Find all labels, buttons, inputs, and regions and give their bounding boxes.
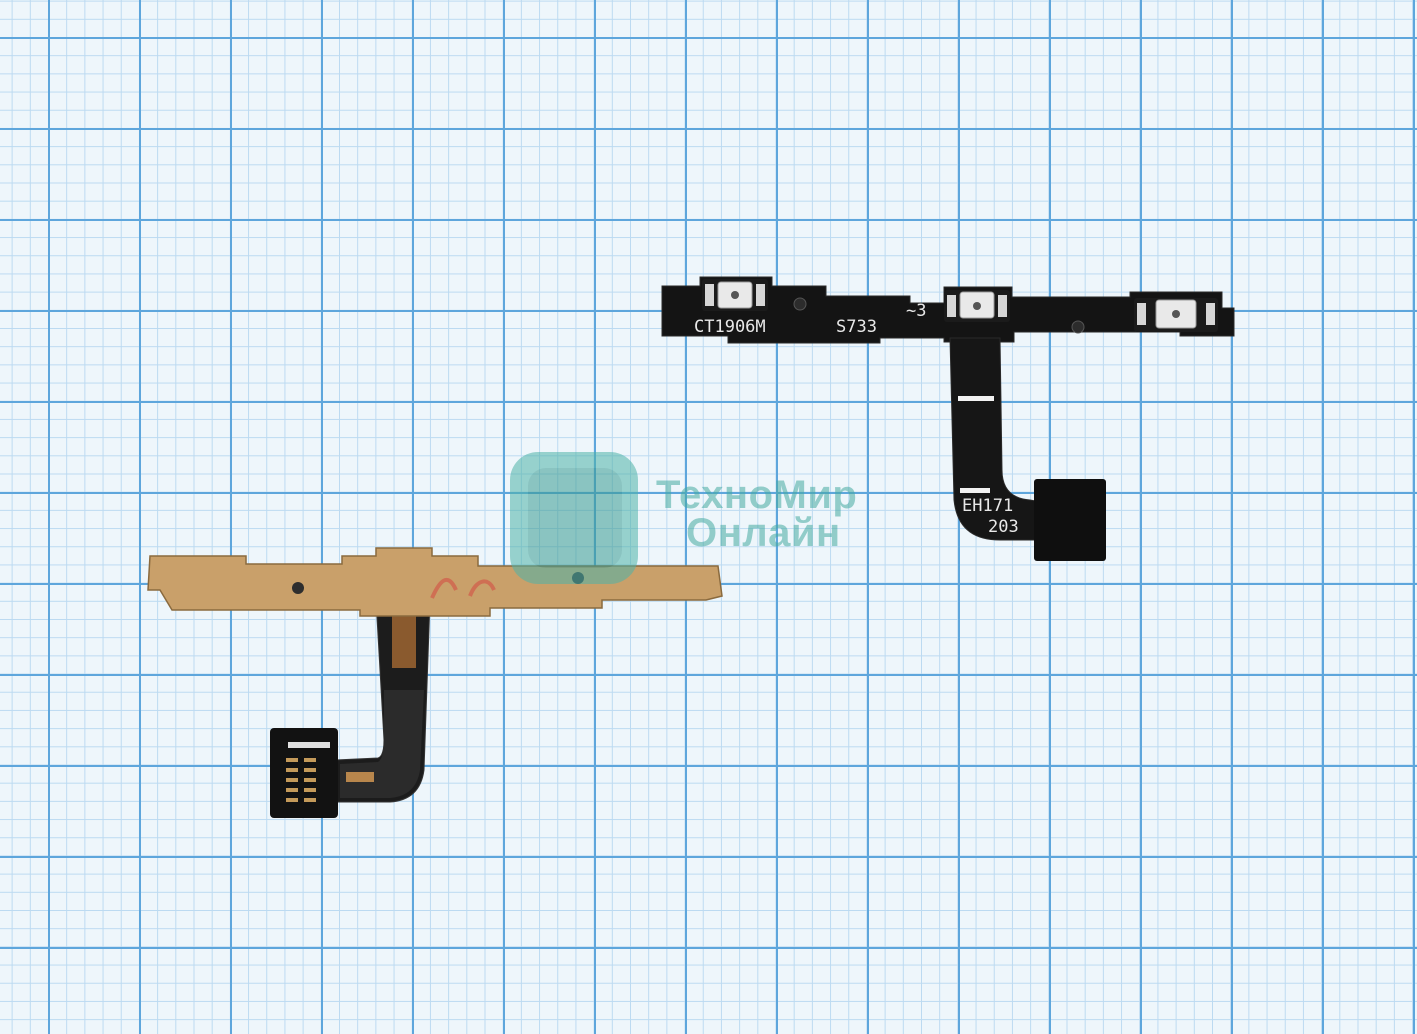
right-connector (1034, 479, 1106, 561)
switch-button-right (1134, 298, 1218, 332)
left-flex-cable (147, 547, 723, 818)
left-connector (270, 728, 338, 818)
copper-traces (392, 612, 416, 668)
watermark-logo-icon (510, 452, 638, 584)
connector-white-mark (288, 742, 330, 748)
mount-hole (793, 297, 807, 311)
left-connector-pins (286, 758, 316, 802)
gold-stiffener (147, 547, 723, 617)
tail-code-line2: 203 (988, 517, 1019, 537)
red-marker-scribble (430, 577, 496, 599)
watermark-text: ТехноМир Онлайн (656, 473, 858, 555)
right-flex-cable: CT1906M S733 ~3 EH171 203 (661, 276, 1235, 561)
tail-code-line1: EH171 (962, 496, 1013, 516)
switch-button-left (702, 279, 768, 311)
watermark-line1: ТехноМир (656, 473, 858, 517)
switch-button-middle (944, 290, 1010, 322)
copper-pad (346, 772, 374, 782)
tail-marker-bottom (960, 488, 990, 493)
left-flex-tail-mesh (340, 690, 424, 798)
part-revision-label: ~3 (906, 301, 926, 321)
part-model-label: S733 (836, 317, 877, 337)
part-code-label: CT1906M (694, 317, 766, 337)
mount-hole (1071, 320, 1085, 334)
mount-hole (292, 582, 304, 594)
watermark-line2: Онлайн (686, 511, 841, 555)
tail-marker-top (958, 396, 994, 401)
